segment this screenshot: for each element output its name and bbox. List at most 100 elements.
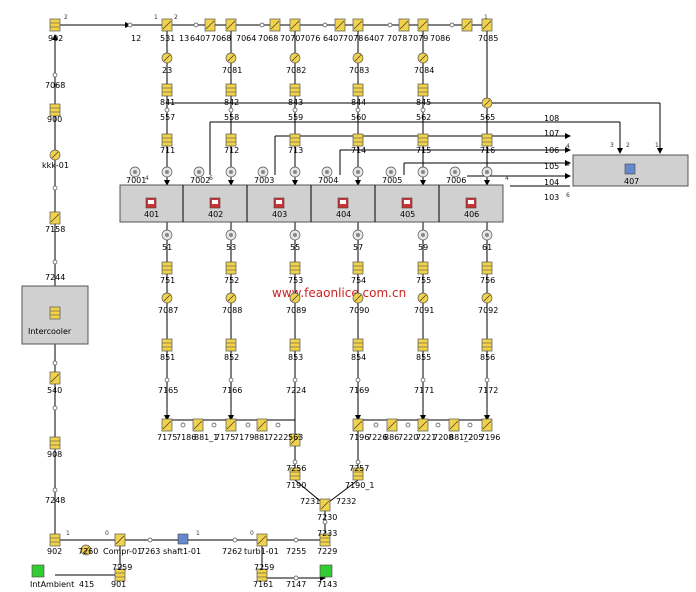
svg-text:13: 13 bbox=[179, 34, 189, 43]
svg-text:7068: 7068 bbox=[258, 34, 278, 43]
svg-text:881: 881 bbox=[254, 433, 269, 442]
svg-text:881_1: 881_1 bbox=[194, 433, 218, 442]
svg-text:23: 23 bbox=[162, 66, 172, 75]
svg-text:kkk-01: kkk-01 bbox=[42, 161, 69, 170]
svg-text:4: 4 bbox=[505, 175, 509, 182]
svg-text:7002: 7002 bbox=[190, 176, 210, 185]
svg-text:7158: 7158 bbox=[45, 225, 65, 234]
svg-text:0: 0 bbox=[250, 530, 254, 537]
svg-text:715: 715 bbox=[416, 146, 431, 155]
svg-text:404: 404 bbox=[336, 210, 351, 219]
svg-text:7259: 7259 bbox=[254, 563, 274, 572]
pipe-902-top bbox=[49, 18, 61, 32]
svg-text:7229: 7229 bbox=[317, 547, 337, 556]
svg-text:7224: 7224 bbox=[286, 386, 306, 395]
components[interactable] bbox=[31, 18, 493, 582]
svg-text:1: 1 bbox=[154, 14, 158, 21]
svg-text:7004: 7004 bbox=[318, 176, 338, 185]
svg-text:7003: 7003 bbox=[254, 176, 274, 185]
svg-text:Intercooler: Intercooler bbox=[28, 327, 72, 336]
svg-text:7186: 7186 bbox=[176, 433, 196, 442]
svg-text:7259: 7259 bbox=[112, 563, 132, 572]
svg-text:shaft1-01: shaft1-01 bbox=[163, 547, 201, 556]
svg-text:51: 51 bbox=[162, 243, 172, 252]
svg-text:7078: 7078 bbox=[387, 34, 407, 43]
svg-text:560: 560 bbox=[351, 113, 366, 122]
svg-text:7248: 7248 bbox=[45, 496, 65, 505]
svg-text:7068: 7068 bbox=[211, 34, 231, 43]
svg-text:565: 565 bbox=[480, 113, 495, 122]
svg-text:562: 562 bbox=[416, 113, 431, 122]
svg-text:7171: 7171 bbox=[414, 386, 434, 395]
svg-text:855: 855 bbox=[416, 353, 431, 362]
svg-text:7064: 7064 bbox=[236, 34, 256, 43]
svg-text:3: 3 bbox=[610, 142, 614, 149]
svg-text:7196: 7196 bbox=[349, 433, 369, 442]
svg-text:105: 105 bbox=[544, 162, 559, 171]
svg-text:716: 716 bbox=[480, 146, 495, 155]
svg-text:7205: 7205 bbox=[463, 433, 483, 442]
svg-text:7222: 7222 bbox=[268, 433, 288, 442]
svg-text:902: 902 bbox=[48, 34, 63, 43]
svg-text:7226: 7226 bbox=[367, 433, 387, 442]
cylinder-406[interactable]: 406 bbox=[464, 197, 479, 219]
svg-text:7233: 7233 bbox=[317, 529, 337, 538]
svg-text:403: 403 bbox=[272, 210, 287, 219]
svg-text:7263: 7263 bbox=[140, 547, 160, 556]
svg-text:59: 59 bbox=[418, 243, 428, 252]
cylinder-401[interactable]: 401 bbox=[144, 197, 159, 219]
svg-text:1: 1 bbox=[66, 530, 70, 537]
svg-text:103: 103 bbox=[544, 193, 559, 202]
svg-text:5: 5 bbox=[566, 161, 570, 168]
svg-text:844: 844 bbox=[351, 98, 366, 107]
svg-text:7143: 7143 bbox=[317, 580, 337, 589]
svg-text:853: 853 bbox=[288, 353, 303, 362]
svg-text:7196: 7196 bbox=[480, 433, 500, 442]
svg-text:1: 1 bbox=[484, 14, 488, 21]
watermark-text: www.feaonlice.com.cn bbox=[272, 286, 406, 300]
svg-text:852: 852 bbox=[224, 353, 239, 362]
ambient-right-icon bbox=[319, 564, 333, 578]
svg-text:107: 107 bbox=[544, 129, 559, 138]
svg-text:406: 406 bbox=[464, 210, 479, 219]
svg-text:7087: 7087 bbox=[158, 306, 178, 315]
svg-text:7083: 7083 bbox=[349, 66, 369, 75]
svg-text:7001: 7001 bbox=[126, 176, 146, 185]
intercooler-block[interactable]: Intercooler bbox=[21, 285, 89, 345]
svg-text:7082: 7082 bbox=[286, 66, 306, 75]
cylinder-403[interactable]: 403 bbox=[272, 197, 287, 219]
svg-text:7232: 7232 bbox=[336, 497, 356, 506]
svg-text:7244: 7244 bbox=[45, 273, 65, 282]
svg-text:1: 1 bbox=[655, 142, 659, 149]
svg-text:7190: 7190 bbox=[286, 481, 306, 490]
svg-text:7175: 7175 bbox=[157, 433, 177, 442]
svg-text:563: 563 bbox=[288, 433, 303, 442]
cylinder-404[interactable]: 404 bbox=[336, 197, 351, 219]
svg-text:714: 714 bbox=[351, 146, 366, 155]
svg-text:856: 856 bbox=[480, 353, 495, 362]
cylinder-bank[interactable] bbox=[119, 184, 504, 223]
svg-text:7076: 7076 bbox=[300, 34, 320, 43]
svg-text:7161: 7161 bbox=[253, 580, 273, 589]
svg-text:7070: 7070 bbox=[280, 34, 300, 43]
svg-text:7088: 7088 bbox=[222, 306, 242, 315]
svg-text:4: 4 bbox=[145, 175, 149, 182]
svg-text:753: 753 bbox=[288, 276, 303, 285]
svg-text:7172: 7172 bbox=[478, 386, 498, 395]
svg-text:755: 755 bbox=[416, 276, 431, 285]
engine-block-407[interactable]: 407 bbox=[572, 154, 689, 187]
svg-text:61: 61 bbox=[482, 243, 492, 252]
cylinder-405[interactable]: 405 bbox=[400, 197, 415, 219]
svg-text:7221: 7221 bbox=[416, 433, 436, 442]
svg-text:7256: 7256 bbox=[286, 464, 306, 473]
svg-text:752: 752 bbox=[224, 276, 239, 285]
svg-text:7165: 7165 bbox=[158, 386, 178, 395]
svg-text:854: 854 bbox=[351, 353, 366, 362]
cylinder-402[interactable]: 402 bbox=[208, 197, 223, 219]
svg-text:531: 531 bbox=[160, 34, 175, 43]
svg-text:7257: 7257 bbox=[349, 464, 369, 473]
svg-text:559: 559 bbox=[288, 113, 303, 122]
svg-text:756: 756 bbox=[480, 276, 495, 285]
